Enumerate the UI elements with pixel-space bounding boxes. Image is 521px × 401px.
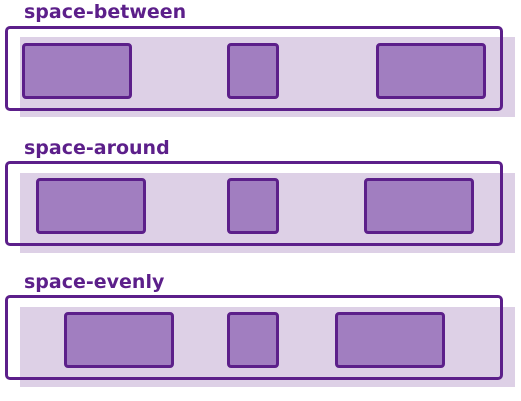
flex-item-small (227, 178, 279, 234)
flex-item-wide (22, 43, 132, 99)
section-label: space-evenly (24, 271, 165, 293)
container-frame (5, 161, 503, 246)
flex-item-small (227, 43, 279, 99)
container-frame (5, 26, 503, 111)
flex-item-wide (64, 312, 174, 368)
flex-item-small (227, 312, 279, 368)
section-label: space-around (24, 137, 170, 159)
flex-item-wide (376, 43, 486, 99)
container-frame (5, 295, 503, 380)
section-label: space-between (24, 1, 187, 23)
flex-item-wide (364, 178, 474, 234)
flex-item-wide (36, 178, 146, 234)
flex-item-wide (335, 312, 445, 368)
